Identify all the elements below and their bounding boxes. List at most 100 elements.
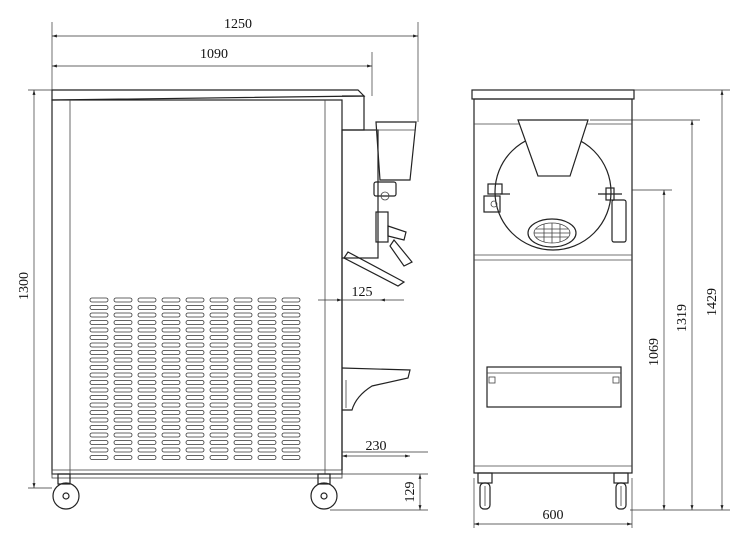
vent-slot — [281, 425, 301, 430]
vent-slot — [185, 410, 205, 415]
vent-slot — [257, 305, 277, 310]
vent-slot — [113, 417, 133, 423]
vent-slot — [89, 395, 109, 400]
dim-tray-depth: 230 — [366, 439, 387, 454]
vent-slot — [89, 320, 109, 325]
vent-slot — [185, 387, 205, 393]
vent-slot — [209, 305, 229, 310]
vent-slot — [281, 387, 301, 393]
vent-slot — [233, 432, 253, 438]
vent-slot — [113, 357, 133, 363]
vent-slot — [233, 342, 253, 348]
vent-slot — [185, 455, 205, 460]
vent-slot — [89, 297, 109, 303]
vent-slot — [185, 335, 205, 340]
vent-slot — [281, 357, 301, 363]
vent-slot — [161, 327, 181, 333]
vent-slot — [89, 350, 109, 355]
vent-slot — [281, 395, 301, 400]
vent-slot — [137, 380, 157, 385]
vent-slot — [257, 327, 277, 333]
vent-slot — [209, 365, 229, 370]
vent-slot — [281, 455, 301, 460]
vent-slot — [161, 387, 181, 393]
vent-slot — [257, 410, 277, 415]
vent-slot — [281, 432, 301, 438]
vent-slot — [137, 327, 157, 333]
vent-slot — [89, 387, 109, 393]
vent-slot — [209, 387, 229, 393]
side-spout — [343, 251, 406, 287]
vent-slot — [113, 432, 133, 438]
vent-slot — [137, 417, 157, 423]
vent-slot — [113, 327, 133, 333]
vent-slot — [233, 455, 253, 460]
vent-slot — [161, 320, 181, 325]
vent-slot — [161, 425, 181, 430]
side-view — [51, 89, 417, 510]
vent-slot — [185, 320, 205, 325]
vent-slot — [209, 380, 229, 385]
front-wheel-right — [613, 472, 629, 510]
vent-slot — [113, 335, 133, 340]
vent-slot — [161, 455, 181, 460]
side-lever — [387, 225, 407, 241]
vent-slot — [113, 312, 133, 318]
vent-slot — [161, 350, 181, 355]
vent-slot — [233, 312, 253, 318]
vent-slot — [257, 447, 277, 453]
vent-slot — [257, 357, 277, 363]
vent-slot — [161, 305, 181, 310]
vent-slot — [233, 320, 253, 325]
vent-slot — [185, 350, 205, 355]
vent-slot — [89, 417, 109, 423]
vent-slot — [185, 312, 205, 318]
dim-hopper-height: 1319 — [675, 304, 690, 332]
vent-slot — [113, 305, 133, 310]
vent-slot — [185, 432, 205, 438]
vent-slot — [113, 372, 133, 378]
vent-slot — [233, 327, 253, 333]
vent-slot — [209, 335, 229, 340]
vent-slot — [113, 410, 133, 415]
vent-slot — [257, 387, 277, 393]
vent-slot — [209, 350, 229, 355]
vent-slot — [89, 305, 109, 310]
vent-slot — [137, 372, 157, 378]
vent-slot — [89, 372, 109, 378]
vent-slot — [209, 357, 229, 363]
vent-slot — [209, 402, 229, 408]
vent-slot — [209, 410, 229, 415]
vent-slot — [281, 365, 301, 370]
vent-slot — [185, 327, 205, 333]
vent-slot — [257, 440, 277, 445]
extension-lines — [28, 22, 730, 528]
dim-front-width: 600 — [543, 508, 564, 523]
vent-slot — [209, 372, 229, 378]
vent-slot — [89, 327, 109, 333]
vent-slot — [113, 395, 133, 400]
dim-wheel-height: 129 — [403, 482, 418, 503]
vent-slot — [137, 387, 157, 393]
vent-slot — [257, 432, 277, 438]
vent-slot — [209, 432, 229, 438]
vent-slot — [137, 447, 157, 453]
front-right-lever — [598, 187, 627, 243]
vent-slot — [257, 335, 277, 340]
vent-slot — [233, 440, 253, 445]
vent-slot — [281, 312, 301, 318]
vent-slot — [137, 335, 157, 340]
vent-slot — [161, 335, 181, 340]
vent-slot — [89, 425, 109, 430]
vent-slot — [233, 447, 253, 453]
vent-slot — [161, 365, 181, 370]
vent-slot — [137, 425, 157, 430]
vent-slot — [257, 320, 277, 325]
vent-slot — [257, 417, 277, 423]
vent-slot — [137, 305, 157, 310]
vent-slot — [185, 357, 205, 363]
vent-slot — [257, 372, 277, 378]
vent-slot — [257, 395, 277, 400]
